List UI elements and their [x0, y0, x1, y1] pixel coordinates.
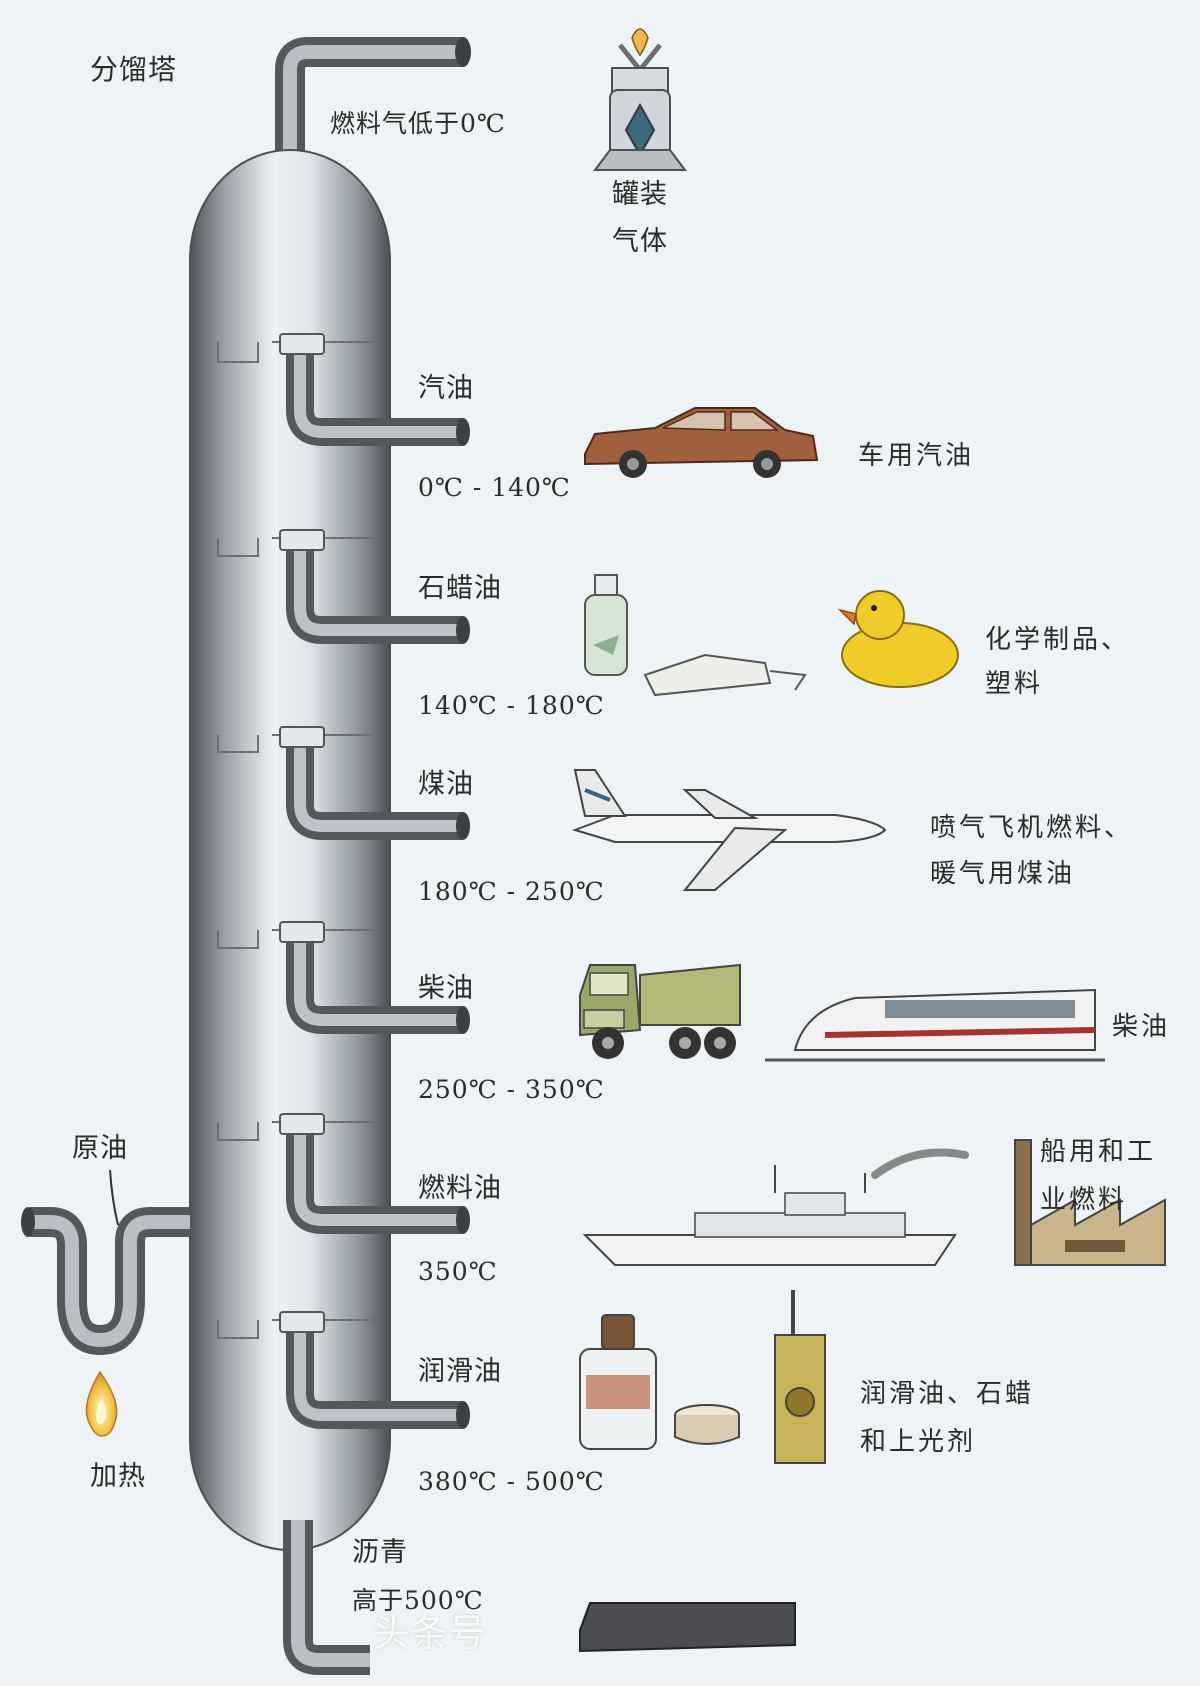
bottom-outlet-pipe [283, 1520, 370, 1675]
fraction-use-paraffin-line2: 塑料 [985, 669, 1044, 699]
fraction-use-gasoline: 车用汽油 [858, 441, 975, 471]
fraction-temp-gasoline: 0℃ - 140℃ [418, 473, 571, 502]
tin-icon [674, 1404, 740, 1445]
fraction-use-fuel-oil-line1: 船用和工 [1040, 1137, 1157, 1167]
fraction-name-kerosene: 煤油 [418, 769, 474, 800]
truck-icon [579, 963, 741, 1059]
crude-oil-inlet-pipe [21, 1169, 190, 1356]
fraction-name-fuel-oil: 燃料油 [418, 1173, 502, 1204]
draw-pipe [279, 1311, 470, 1429]
fraction-use-lubricant-line2: 和上光剂 [860, 1427, 977, 1457]
fraction-name-diesel: 柴油 [418, 973, 474, 1004]
draw-pipe [279, 1113, 470, 1234]
fraction-temp-lubricant: 380℃ - 500℃ [418, 1467, 605, 1496]
fraction-use-paraffin-line1: 化学制品、 [985, 625, 1131, 655]
train-icon [765, 988, 1105, 1062]
fraction-temp-fuel-oil: 350℃ [418, 1257, 498, 1286]
fraction-use-kerosene-line1: 喷气飞机燃料、 [930, 813, 1134, 843]
gas-canister-icon [593, 28, 687, 171]
ship-icon [582, 1148, 969, 1266]
fraction-temp-diesel: 250℃ - 350℃ [418, 1075, 605, 1104]
top-outlet-pipe [275, 37, 471, 175]
bottle-icon [584, 574, 628, 676]
draw-pipe [279, 529, 470, 644]
bottom-name-asphalt: 沥青 [352, 1537, 408, 1568]
fraction-name-paraffin: 石蜡油 [418, 573, 502, 604]
fraction-name-gasoline: 汽油 [418, 373, 474, 404]
canned-gas-label-line1: 罐装 [612, 179, 668, 210]
fraction-temp-kerosene: 180℃ - 250℃ [418, 877, 605, 906]
bottom-temp-asphalt: 高于500℃ [352, 1586, 484, 1615]
jar-icon [579, 1314, 657, 1450]
watermark-text: 头条号 [372, 1611, 487, 1655]
airplane-icon [571, 769, 887, 891]
fraction-use-lubricant-line1: 润滑油、石蜡 [860, 1379, 1035, 1409]
fraction-name-lubricant: 润滑油 [418, 1356, 502, 1387]
diagram-title: 分馏塔 [90, 53, 178, 86]
fraction-use-diesel: 柴油 [1112, 1012, 1171, 1042]
draw-pipe [279, 921, 470, 1034]
crude-oil-label: 原油 [72, 1133, 128, 1164]
fraction-use-fuel-oil-line2: 业燃料 [1040, 1185, 1128, 1215]
fraction-temp-paraffin: 140℃ - 180℃ [418, 691, 605, 720]
heating-label: 加热 [90, 1461, 146, 1492]
car-icon [584, 407, 819, 478]
oil-can-icon [774, 1290, 826, 1464]
factory-icon [1014, 1139, 1166, 1266]
draw-pipes [279, 333, 470, 1429]
rubber-duck-icon [837, 590, 959, 688]
asphalt-icon [579, 1602, 796, 1653]
flame-icon [85, 1370, 118, 1437]
draw-pipe [279, 726, 470, 840]
canned-gas-label-line2: 气体 [612, 226, 668, 257]
fraction-use-kerosene-line2: 暖气用煤油 [930, 859, 1076, 889]
top-gas-label: 燃料气低于0℃ [330, 109, 506, 138]
draw-pipe [279, 333, 470, 446]
tube-icon [643, 653, 807, 697]
